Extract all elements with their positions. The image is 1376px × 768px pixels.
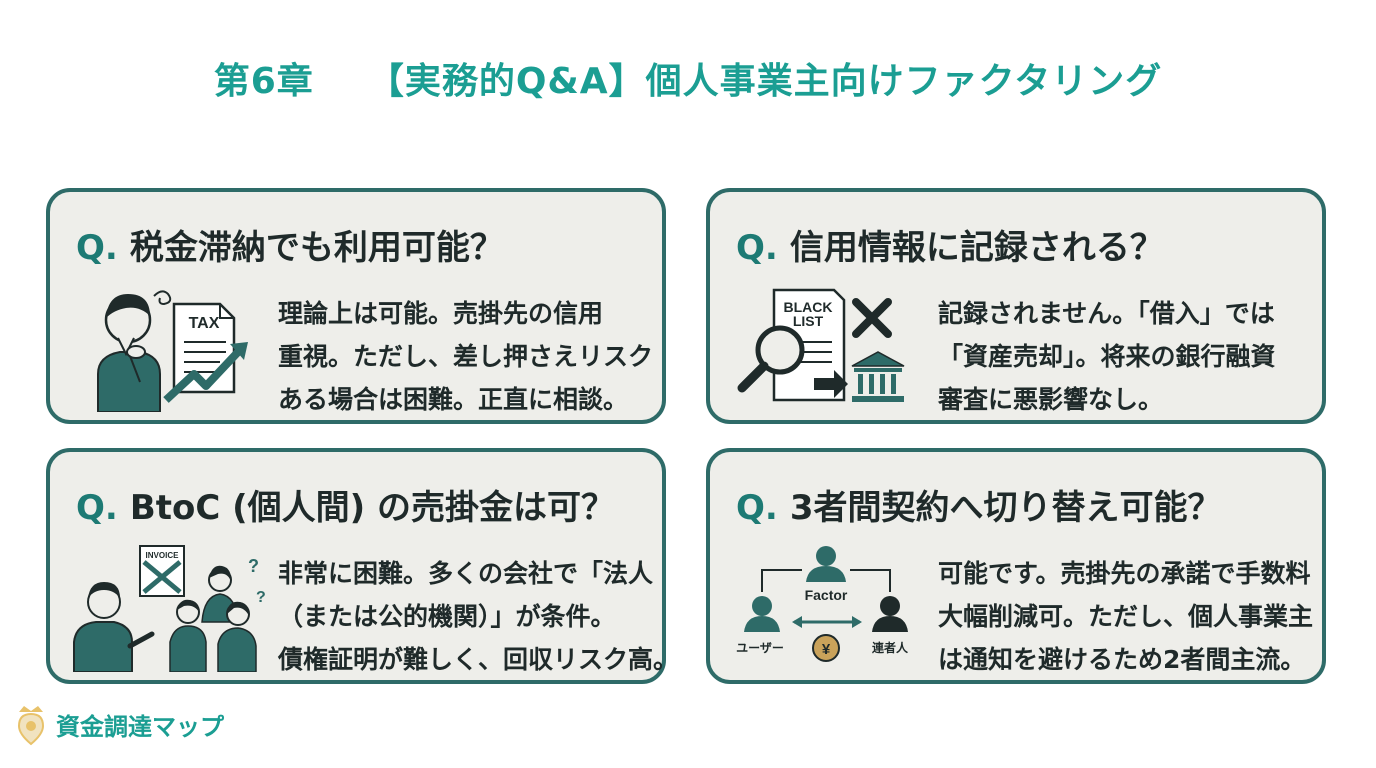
- answer: 記録されません。「借入」では 「資産売却」。将来の銀行融資 審査に悪影響なし。: [938, 292, 1318, 421]
- answer-line: 可能です。売掛先の承諾で手数料: [938, 559, 1311, 588]
- factor-label: Factor: [805, 587, 848, 603]
- question-text: 3者間契約へ切り替え可能？: [789, 488, 1222, 528]
- invoice-label: INVOICE: [146, 551, 180, 560]
- answer-line: ある場合は困難。正直に相談。: [278, 385, 629, 414]
- question: Q. 税金滞納でも利用可能？: [76, 220, 504, 269]
- yen-label: ¥: [822, 641, 831, 658]
- answer-line: 審査に悪影響なし。: [938, 385, 1164, 414]
- question: Q. 信用情報に記録される？: [736, 220, 1164, 269]
- answer-line: 理論上は可能。売掛先の信用: [278, 299, 604, 328]
- answer-line: 重視。ただし、差し押さえリスク: [278, 342, 654, 371]
- question-text: BtoC (個人間) の売掛金は可？: [129, 488, 616, 528]
- answer-line: 「資産売却」。将来の銀行融資: [938, 342, 1276, 371]
- answer-line: は通知を避けるため2者間主流。: [938, 645, 1306, 674]
- answer: 非常に困難。多くの会社で「法人 （または公的機関）」が条件。 債権証明が難しく、…: [278, 552, 679, 681]
- qa-card-credit: Q. 信用情報に記録される？ BLACK LIST 記録されません。「借入」では …: [706, 188, 1326, 424]
- page-title: 第6章 【実務的Q&A】個人事業主向けファクタリング: [0, 52, 1376, 104]
- answer-line: （または公的機関）」が条件。: [278, 602, 616, 631]
- partner-label: 連者人: [872, 640, 909, 655]
- svg-text:?: ?: [248, 556, 259, 576]
- thinking-person-with-tax-document-icon: TAX: [97, 290, 248, 412]
- q-mark: Q.: [76, 488, 118, 528]
- chapter-label: 第6章: [213, 61, 314, 102]
- question: Q. BtoC (個人間) の売掛金は可？: [76, 480, 615, 529]
- brand-name: 資金調達マップ: [56, 712, 224, 741]
- qa-card-tax: Q. 税金滞納でも利用可能？ TAX 理論上は可能。売掛先の信用 重視。ただし、差…: [46, 188, 666, 424]
- q-mark: Q.: [76, 228, 118, 268]
- svg-text:?: ?: [256, 589, 266, 606]
- blacklist-label-2: LIST: [793, 313, 824, 329]
- user-label: ユーザー: [736, 641, 784, 655]
- answer-line: 債権証明が難しく、回収リスク高。: [278, 645, 679, 674]
- people-with-crossed-invoice-icon: INVOICE ? ?: [73, 545, 266, 672]
- q-mark: Q.: [736, 228, 778, 268]
- answer-line: 非常に困難。多くの会社で「法人: [278, 559, 654, 588]
- question: Q. 3者間契約へ切り替え可能？: [736, 480, 1222, 529]
- answer: 可能です。売掛先の承諾で手数料 大幅削減可。ただし、個人事業主 は通知を避けるた…: [938, 552, 1318, 681]
- crown-pin-logo-icon: [17, 706, 45, 746]
- qa-card-three-party: Q. 3者間契約へ切り替え可能？ Factor ユーザー 連者人 ¥ 可能です。売…: [706, 448, 1326, 684]
- blacklist-label-1: BLACK: [784, 299, 833, 315]
- qa-card-btoc: Q. BtoC (個人間) の売掛金は可？ INVOICE ? ? 非常に困難。多…: [46, 448, 679, 684]
- tax-label: TAX: [189, 315, 220, 332]
- q-mark: Q.: [736, 488, 778, 528]
- answer: 理論上は可能。売掛先の信用 重視。ただし、差し押さえリスク ある場合は困難。正直…: [278, 292, 658, 421]
- title-main: 【実務的Q&A】個人事業主向けファクタリング: [367, 61, 1163, 102]
- answer-line: 記録されません。「借入」では: [938, 299, 1275, 328]
- brand-logo: 資金調達マップ: [14, 702, 224, 746]
- question-text: 税金滞納でも利用可能？: [129, 228, 504, 268]
- question-text: 信用情報に記録される？: [789, 228, 1164, 268]
- three-party-diagram-icon: Factor ユーザー 連者人 ¥: [736, 546, 909, 662]
- blacklist-magnifier-bank-icon: BLACK LIST: [737, 288, 905, 402]
- answer-line: 大幅削減可。ただし、個人事業主: [938, 602, 1314, 631]
